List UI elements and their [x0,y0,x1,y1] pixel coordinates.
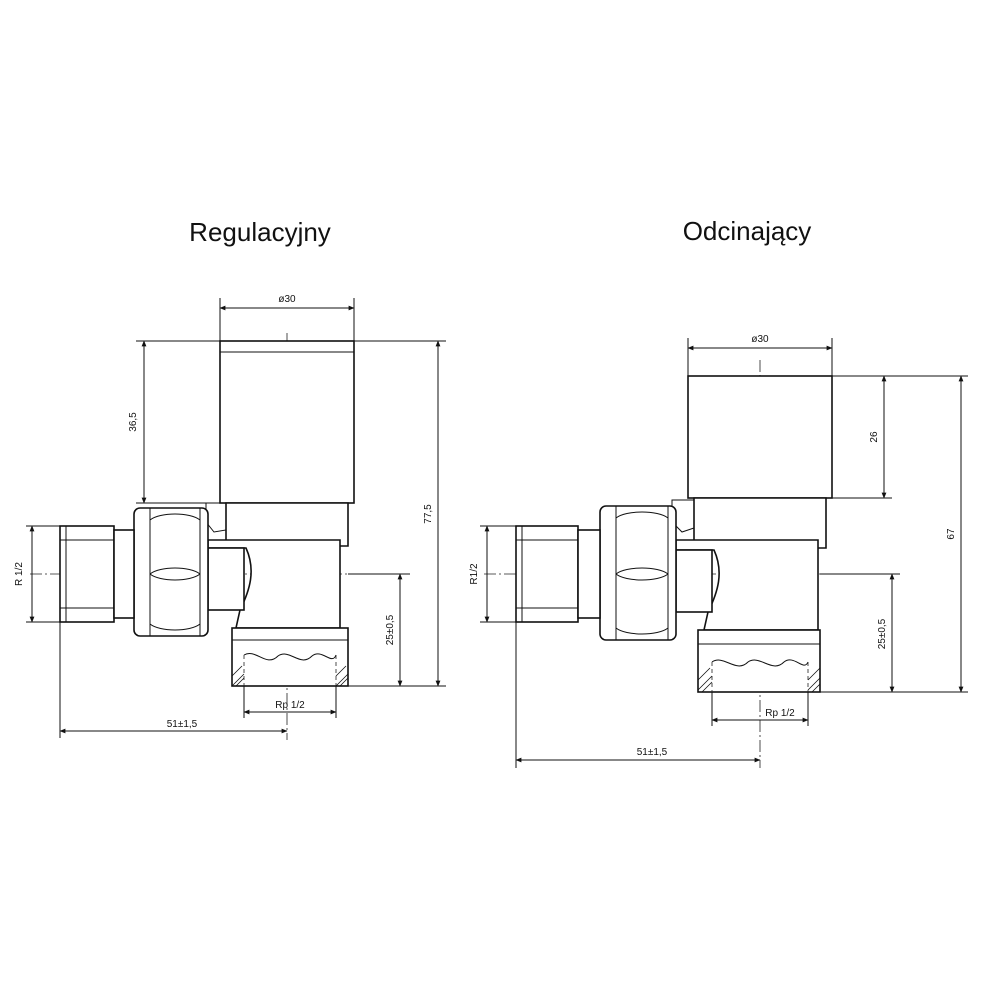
dim-outlet-height: 25±0,5 [877,618,888,649]
neck-collar [205,502,227,533]
title-regulacyjny: Regulacyjny [189,217,331,247]
dim-total-height: 67 [946,528,957,540]
handle-cap [687,375,833,499]
dim-outlet-thread: Rp 1/2 [275,700,305,711]
body-inlet-pipe [675,549,713,613]
valve-regulacyjny: Regulacyjny [14,217,446,740]
inlet-thread [515,525,579,623]
inlet-collar [577,529,601,619]
dim-outlet-height: 25±0,5 [385,614,396,645]
hex-nut-face [149,507,201,637]
hex-nut-curves [615,511,669,635]
dim-outlet-thread: Rp 1/2 [765,708,795,719]
dim-handle-height: 26 [869,431,880,443]
dim-inlet-thread: R1/2 [469,563,480,585]
outlet-thread-wave [243,653,337,661]
handle-cap [219,340,355,504]
hex-nut-face [615,505,669,641]
hex-nut-curves [149,513,201,631]
dim-handle-height: 36,5 [128,412,139,432]
outlet-thread-wave [711,659,809,667]
outlet-hatch-left [231,665,245,687]
outlet-hatch-left [697,667,713,693]
valve-odcinajacy: Odcinający [469,216,968,768]
dim-inlet-thread: R 1/2 [14,562,25,586]
dim-length: 51±1,5 [167,719,198,730]
dim-diameter: ø30 [278,294,296,305]
hex-nut [599,505,677,641]
body-inlet-pipe [207,547,245,611]
inlet-collar [113,529,135,619]
dim-diameter: ø30 [751,334,769,345]
title-odcinajacy: Odcinający [683,216,812,246]
dim-total-height: 77,5 [423,504,434,524]
outlet-socket [231,627,349,687]
dim-length: 51±1,5 [637,747,668,758]
outlet-hatch-right [335,665,349,687]
outlet-hatch-right [807,667,821,693]
outlet-socket [697,629,821,693]
